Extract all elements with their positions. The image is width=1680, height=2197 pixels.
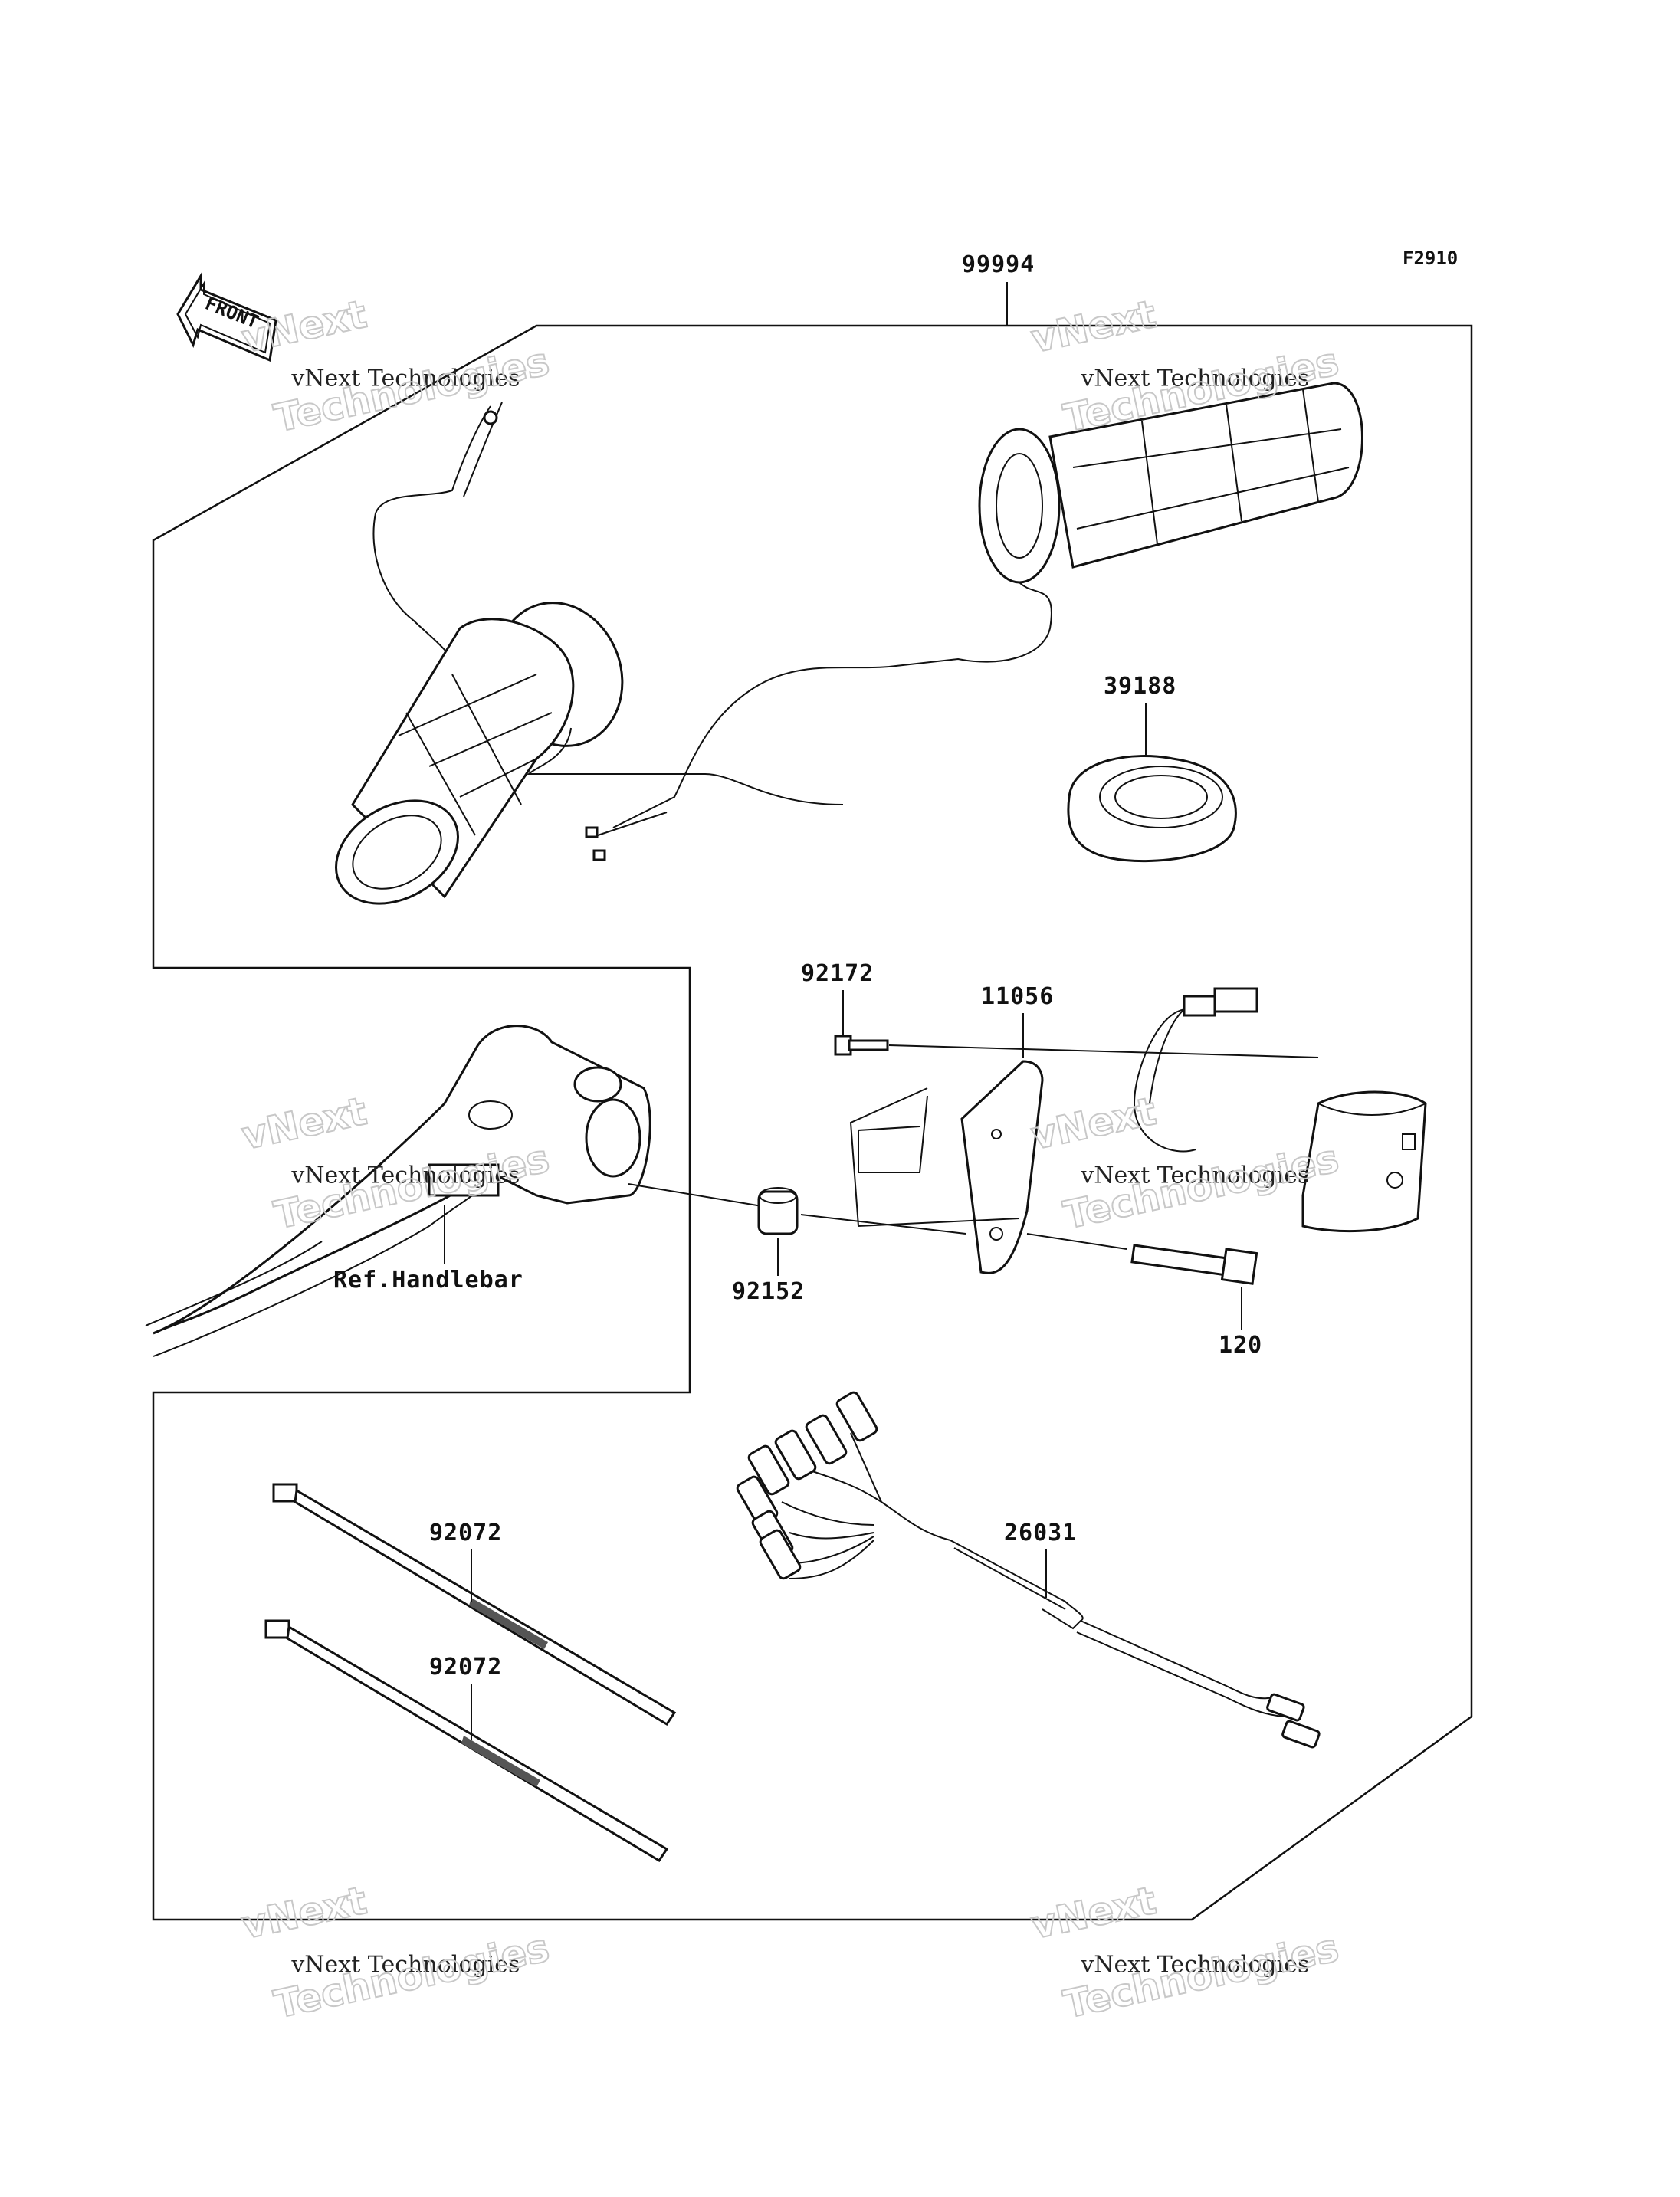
callout-handlebar-ref: Ref.Handlebar: [333, 1267, 523, 1294]
callout-grip-seal: 39188: [1104, 673, 1176, 700]
kit-outline: [152, 324, 1473, 1921]
spacer-part: [757, 1187, 799, 1235]
watermark-1: vNext vNext Technologies Technologies: [237, 291, 553, 441]
bolt-small-axis: [888, 1044, 1319, 1058]
bolt-part: [1130, 1244, 1258, 1285]
svg-text:vNext: vNext: [1027, 1089, 1160, 1159]
handlebar-switch: [1133, 987, 1427, 1233]
lever-axis: [628, 1183, 767, 1208]
callout-tie-band-1: 92072: [429, 1520, 502, 1546]
svg-text:vNext Technologies: vNext Technologies: [1080, 1951, 1309, 1978]
right-grip: [585, 382, 1363, 861]
svg-text:vNext Technologies: vNext Technologies: [290, 365, 520, 392]
callout-bracket: 11056: [981, 983, 1054, 1010]
lever-assembly: [145, 1025, 651, 1357]
tie-band-2-part: [264, 1619, 669, 1863]
svg-text:vNext: vNext: [1027, 1878, 1160, 1948]
svg-text:vNext: vNext: [238, 292, 370, 362]
watermark-4: vNext vNext Technologies Technologies: [1026, 1088, 1343, 1238]
svg-text:vNext: vNext: [1027, 292, 1160, 362]
grip-seal-ring: [1067, 755, 1237, 863]
left-grip-wire: [527, 727, 844, 805]
svg-text:vNext Technologies: vNext Technologies: [1080, 365, 1309, 392]
svg-text:Technologies: Technologies: [1060, 1136, 1343, 1238]
svg-text:vNext Technologies: vNext Technologies: [290, 1951, 520, 1978]
bolt-axis: [1026, 1233, 1127, 1250]
callout-bolt: 120: [1219, 1332, 1262, 1359]
bolt-small-part: [834, 1035, 889, 1056]
left-grip: [335, 402, 624, 905]
watermark-6: vNext vNext Technologies Technologies: [1026, 1877, 1343, 2028]
callout-tie-band-2: 92072: [429, 1654, 502, 1681]
tie-band-1-part: [272, 1483, 677, 1726]
figure-code: F2910: [1403, 248, 1458, 269]
wire-harness: [736, 1391, 1321, 1749]
svg-text:vNext Technologies: vNext Technologies: [290, 1162, 520, 1189]
bracket-part: [849, 1060, 1044, 1274]
callout-spacer: 92152: [732, 1278, 805, 1305]
svg-text:vNext Technologies: vNext Technologies: [1080, 1162, 1309, 1189]
callout-bolt-small: 92172: [801, 960, 874, 987]
kit-part-number-label: 99994: [962, 251, 1035, 278]
watermark-5: vNext vNext Technologies Technologies: [237, 1877, 553, 2028]
svg-text:vNext: vNext: [238, 1089, 370, 1159]
callout-harness: 26031: [1004, 1520, 1077, 1546]
svg-text:Technologies: Technologies: [271, 1926, 553, 2028]
spacer-axis: [800, 1214, 966, 1235]
svg-text:vNext: vNext: [238, 1878, 370, 1948]
svg-text:Technologies: Technologies: [1060, 1926, 1343, 2028]
svg-text:Technologies: Technologies: [271, 339, 553, 441]
